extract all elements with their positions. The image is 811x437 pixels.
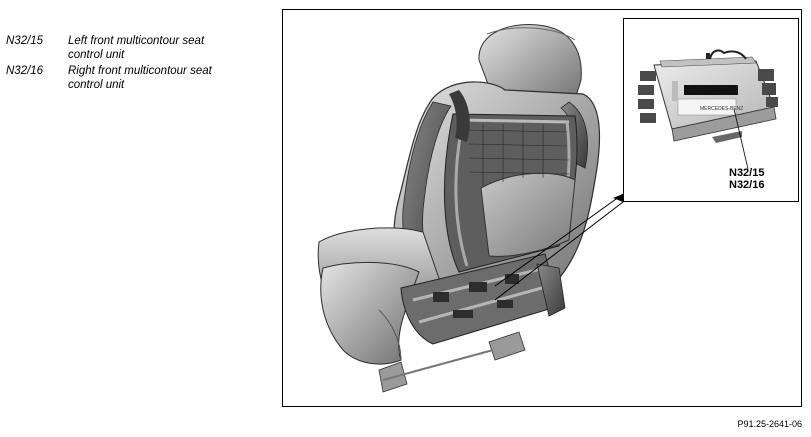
- seat-rails: [378, 331, 526, 393]
- legend-code: N32/16: [6, 65, 44, 77]
- legend-code: N32/15: [6, 35, 44, 47]
- detail-inset: MERCEDES-BENZ N32/15 N32/16: [623, 18, 799, 202]
- figure-frame: MERCEDES-BENZ N32/15 N32/16: [282, 9, 802, 407]
- legend: N32/15 Left front multicontour seat cont…: [6, 34, 266, 94]
- legend-item: N32/16 Right front multicontour seat con…: [6, 64, 266, 92]
- control-unit-illustration: MERCEDES-BENZ: [638, 49, 778, 170]
- seat-cushion: [317, 227, 566, 365]
- inset-callout: N32/15 N32/16: [729, 167, 764, 191]
- control-unit: [638, 49, 778, 170]
- module-label: MERCEDES-BENZ: [700, 106, 743, 112]
- seat-illustration: [317, 24, 624, 393]
- legend-item: N32/15 Left front multicontour seat cont…: [6, 34, 266, 62]
- callout-label: N32/15: [729, 167, 765, 179]
- callout-label: N32/16: [729, 179, 765, 191]
- callout-pointer: [494, 193, 624, 301]
- backrest: [393, 81, 601, 311]
- legend-description: Left front multicontour seat control uni…: [68, 35, 205, 61]
- legend-description: Right front multicontour seat control un…: [68, 65, 212, 91]
- figure-reference: P91.25-2641-06: [737, 419, 802, 429]
